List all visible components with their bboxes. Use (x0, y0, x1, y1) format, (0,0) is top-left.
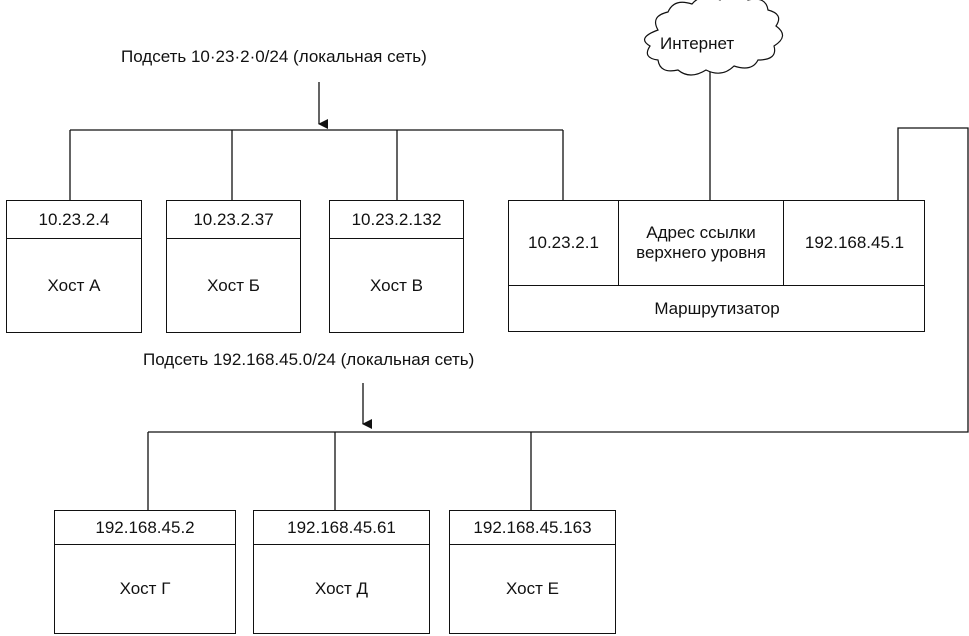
router-name: Маршрутизатор (509, 285, 925, 332)
host-d-box: 192.168.45.61 Хост Д (253, 510, 430, 634)
host-g-ip: 192.168.45.2 (55, 511, 235, 545)
host-e-ip: 192.168.45.163 (450, 511, 615, 545)
router-to-bottom-bus (148, 127, 969, 433)
host-d-ip: 192.168.45.61 (254, 511, 429, 545)
internet-cloud-icon (643, 0, 784, 76)
host-e-box: 192.168.45.163 Хост Е (449, 510, 616, 634)
host-a-ip: 10.23.2.4 (7, 201, 141, 239)
host-b-box: 10.23.2.37 Хост Б (166, 200, 301, 333)
router-ip-right: 192.168.45.1 (804, 233, 905, 252)
host-g-name: Хост Г (119, 579, 171, 598)
host-b-ip: 10.23.2.37 (167, 201, 300, 239)
host-v-name: Хост В (370, 275, 423, 295)
host-v-ip: 10.23.2.132 (330, 201, 463, 239)
host-v-box: 10.23.2.132 Хост В (329, 200, 464, 333)
host-d-name: Хост Д (314, 579, 369, 598)
host-b-name: Хост Б (207, 275, 260, 295)
router-uplink-address: Адрес ссылки верхнего уровня (619, 201, 784, 285)
host-e-name: Хост Е (506, 579, 559, 598)
bottom-subnet-label: Подсеть 192.168.45.0/24 (локальная сеть) (143, 350, 475, 369)
host-g-box: 192.168.45.2 Хост Г (54, 510, 236, 634)
host-a-name: Хост А (47, 275, 101, 295)
top-subnet-label: Подсеть 10·23·2·0/24 (локальная сеть) (121, 47, 427, 66)
router-ip-left: 10.23.2.1 (509, 201, 619, 285)
internet-label: Интернет (660, 34, 735, 53)
router-box: 10.23.2.1 Адрес ссылки верхнего уровня 1… (508, 200, 925, 332)
host-a-box: 10.23.2.4 Хост А (6, 200, 142, 333)
